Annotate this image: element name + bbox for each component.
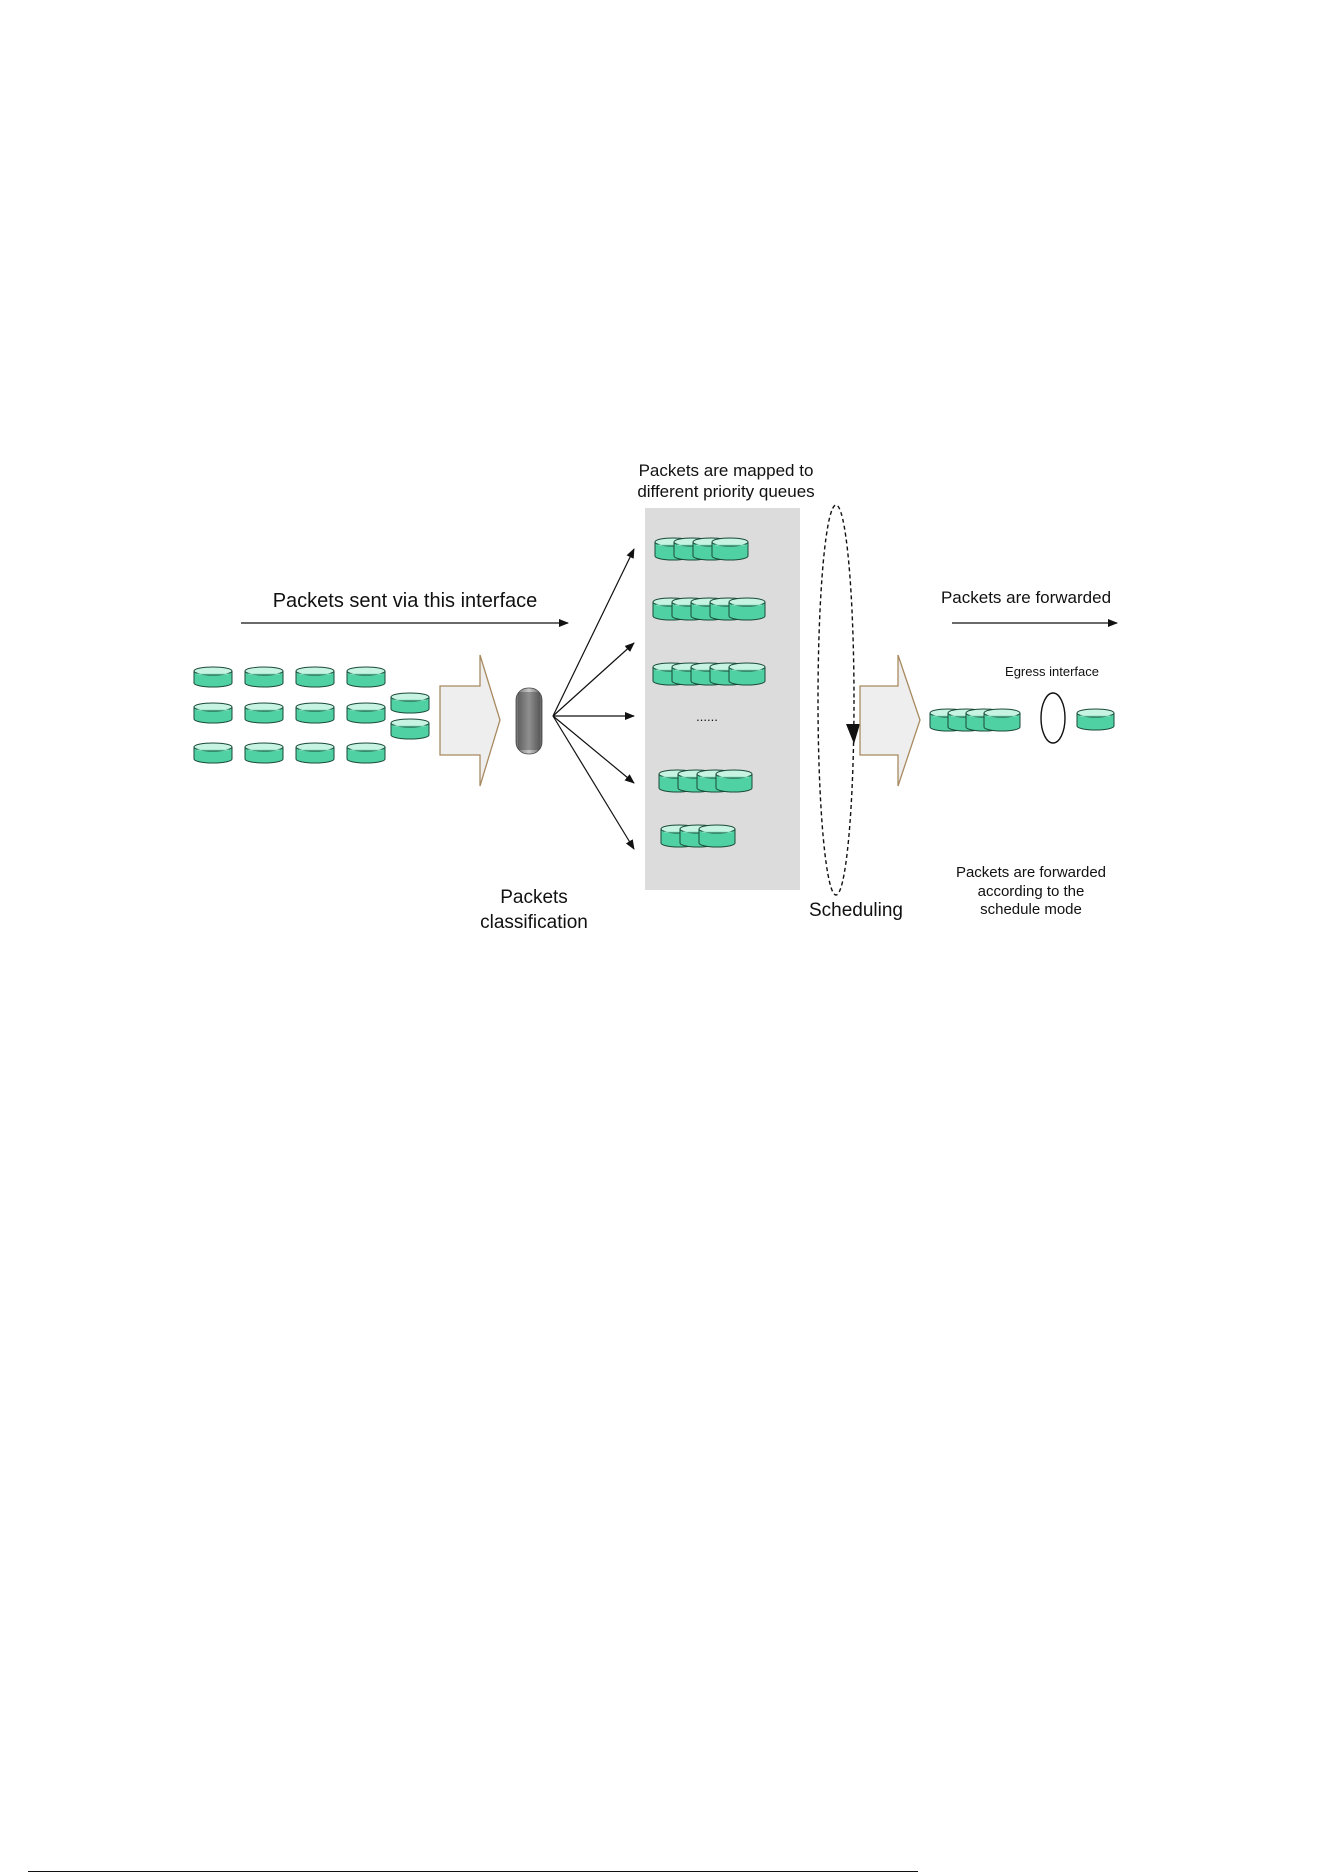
priority-queue xyxy=(653,663,765,685)
packet-icon xyxy=(296,703,334,723)
packet-icon xyxy=(391,719,429,739)
packet-icon xyxy=(296,667,334,687)
packet-icon xyxy=(729,598,765,620)
sent-label: Packets sent via this interface xyxy=(273,590,538,612)
incoming-packets xyxy=(194,667,429,763)
packet-icon xyxy=(194,703,232,723)
block-arrow-to-classifier xyxy=(440,655,500,786)
schedule-mode-label-line1: Packets are forwarded xyxy=(956,864,1106,881)
priority-queue xyxy=(655,538,748,560)
scheduling-loop xyxy=(818,505,854,895)
packet-icon xyxy=(347,667,385,687)
packet-icon xyxy=(716,770,752,792)
classification-label-line2: classification xyxy=(480,912,588,933)
egress-label: Egress interface xyxy=(1005,664,1099,679)
packet-icon xyxy=(1077,709,1114,730)
mapped-label-line1: Packets are mapped to xyxy=(639,461,814,480)
classification-fan-arrows xyxy=(553,549,634,849)
mapped-label-line2: different priority queues xyxy=(637,482,814,501)
queue-ellipsis: ...... xyxy=(696,709,718,724)
schedule-mode-label-line3: schedule mode xyxy=(980,901,1082,918)
priority-queue xyxy=(661,825,735,847)
classification-label-line1: Packets xyxy=(500,887,568,908)
packet-icon xyxy=(984,709,1020,731)
priority-queue xyxy=(653,598,765,620)
packet-icon xyxy=(194,743,232,763)
schedule-mode-label-line2: according to the xyxy=(978,883,1085,900)
packet-icon xyxy=(245,743,283,763)
packet-icon xyxy=(712,538,748,560)
packet-icon xyxy=(296,743,334,763)
priority-queue xyxy=(659,770,752,792)
block-arrow-to-egress xyxy=(860,655,920,786)
packet-icon xyxy=(347,743,385,763)
packet-icon xyxy=(245,667,283,687)
packet-icon xyxy=(391,693,429,713)
packet-icon xyxy=(729,663,765,685)
forwarded-label: Packets are forwarded xyxy=(941,588,1111,607)
classifier-coil-icon xyxy=(516,688,542,754)
scheduling-label: Scheduling xyxy=(809,900,903,921)
packet-icon xyxy=(245,703,283,723)
packet-icon xyxy=(194,667,232,687)
forwarded-packet xyxy=(1077,709,1114,730)
scheduling-loop-arrowhead xyxy=(846,724,860,744)
footer-rule xyxy=(28,1871,918,1872)
egress-interface-icon xyxy=(1041,693,1065,743)
egress-queue xyxy=(930,709,1020,731)
packet-icon xyxy=(347,703,385,723)
packet-icon xyxy=(699,825,735,847)
